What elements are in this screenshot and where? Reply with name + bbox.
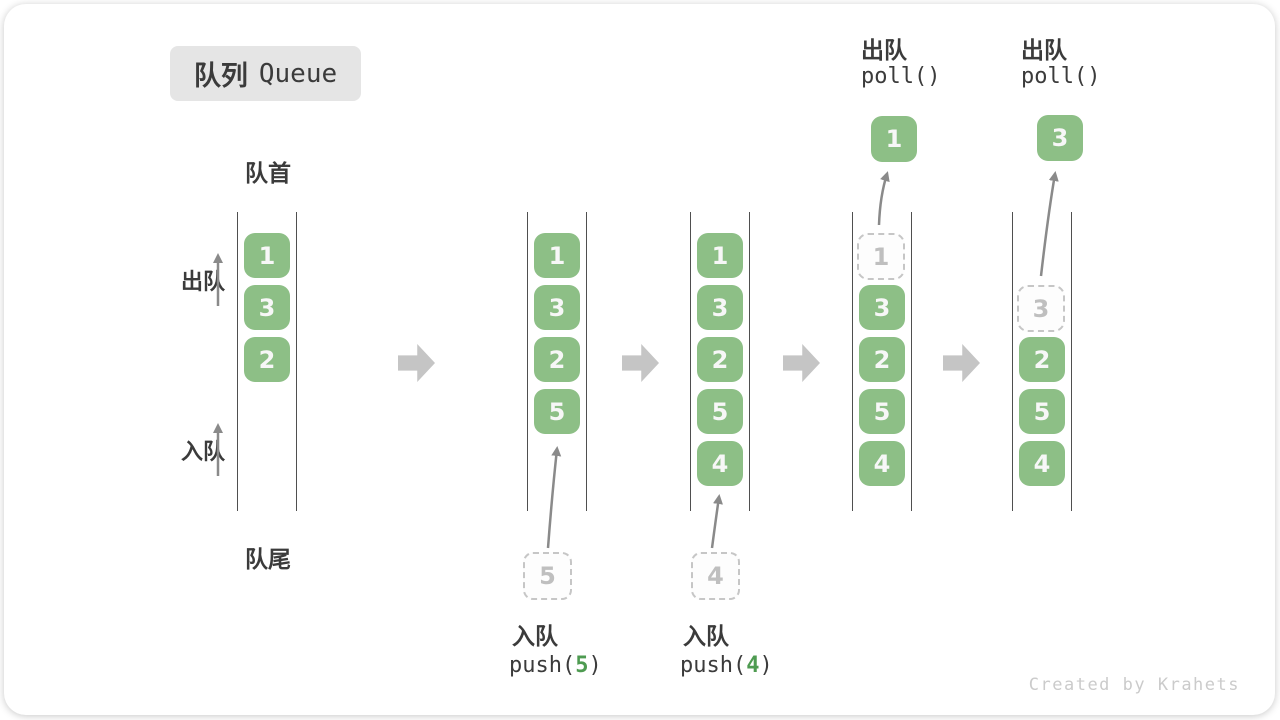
dequeue-side-label: 出队	[181, 270, 226, 295]
enqueue-side-label: 入队	[181, 440, 226, 465]
queue-slot: 1	[244, 233, 290, 278]
queue-slot: 5	[534, 389, 580, 434]
poll3-code: poll()	[1021, 64, 1101, 89]
queue-state-1: 1 3 2	[237, 212, 297, 511]
title-zh: 队列	[193, 61, 248, 92]
queue-slot: 5	[697, 389, 743, 434]
queue-slot: 1	[697, 233, 743, 278]
queue-slot: 2	[859, 337, 905, 382]
queue-slot: 5	[859, 389, 905, 434]
code-arg: 5	[575, 653, 589, 678]
queue-slot: 5	[1019, 389, 1065, 434]
queue-slot: 4	[859, 441, 905, 486]
enqueue-op-label: 入队	[512, 624, 558, 650]
queue-state-4: 1 3 2 5 4	[852, 212, 912, 511]
queue-state-2: 1 3 2 5	[527, 212, 587, 511]
queue-rear-label: 队尾	[245, 547, 291, 573]
queue-slot: 3	[244, 285, 290, 330]
queue-slot: 2	[534, 337, 580, 382]
staged-value-box: 4	[691, 552, 740, 600]
code-text: push(	[509, 653, 576, 678]
queue-front-label: 队首	[245, 161, 291, 187]
queue-slot-removed: 3	[1017, 285, 1065, 332]
queue-slot: 4	[697, 441, 743, 486]
poll-result-box: 1	[871, 116, 917, 162]
queue-state-5: 3 2 5 4	[1012, 212, 1072, 511]
watermark: Created by Krahets	[1028, 675, 1240, 695]
queue-slot: 3	[697, 285, 743, 330]
code-text: )	[759, 653, 773, 678]
queue-slot: 2	[244, 337, 290, 382]
dequeue-op-label: 出队	[1021, 38, 1067, 64]
enqueue-op-label: 入队	[683, 624, 729, 650]
poll-result-box: 3	[1037, 115, 1083, 161]
code-arg: 4	[746, 653, 760, 678]
poll1-code: poll()	[861, 64, 941, 89]
queue-slot: 2	[1019, 337, 1065, 382]
queue-slot: 3	[859, 285, 905, 330]
queue-slot: 2	[697, 337, 743, 382]
dequeue-op-label: 出队	[861, 38, 907, 64]
staged-value-box: 5	[523, 552, 572, 600]
title-en: Queue	[258, 58, 338, 89]
code-text: )	[588, 653, 602, 678]
queue-state-3: 1 3 2 5 4	[690, 212, 750, 511]
queue-slot: 3	[534, 285, 580, 330]
push5-code: push(5)	[509, 653, 602, 678]
queue-slot-removed: 1	[857, 233, 905, 280]
queue-slot: 4	[1019, 441, 1065, 486]
queue-slot: 1	[534, 233, 580, 278]
code-text: push(	[680, 653, 747, 678]
push4-code: push(4)	[680, 653, 773, 678]
title-badge: 队列 Queue	[170, 46, 361, 101]
